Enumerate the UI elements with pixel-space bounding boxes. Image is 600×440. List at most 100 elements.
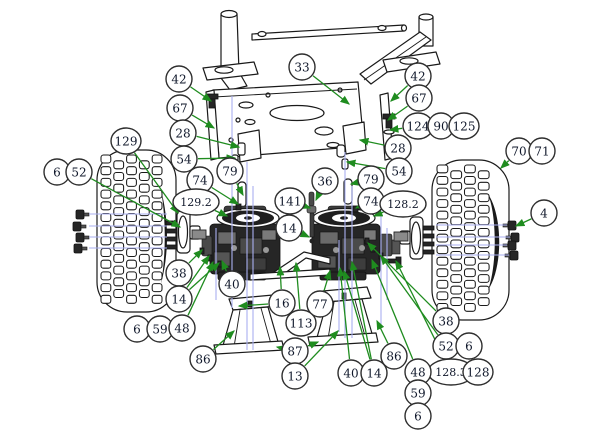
svg-text:6: 6 — [465, 340, 473, 354]
frame-assembly — [202, 9, 441, 208]
svg-text:14: 14 — [281, 222, 297, 236]
right-pulley — [312, 207, 376, 229]
svg-text:13: 13 — [287, 370, 302, 384]
callout-48: 48 — [168, 314, 196, 342]
right-tire — [431, 159, 510, 321]
svg-text:128: 128 — [467, 366, 490, 380]
svg-text:90: 90 — [433, 120, 448, 134]
svg-text:86: 86 — [195, 353, 210, 367]
svg-text:59: 59 — [410, 387, 425, 401]
callout-87: 87 — [281, 337, 309, 365]
svg-text:52: 52 — [71, 166, 86, 180]
left-post — [220, 13, 248, 91]
callout-36: 36 — [311, 167, 339, 195]
callout-125: 125 — [448, 112, 480, 140]
callout-33: 33 — [288, 53, 316, 81]
svg-text:128.3: 128.3 — [435, 366, 467, 379]
svg-text:4: 4 — [540, 207, 548, 221]
callout-6: 6 — [123, 315, 151, 343]
svg-text:42: 42 — [410, 70, 425, 84]
callout-86: 86 — [189, 345, 217, 373]
callout-79: 79 — [216, 157, 244, 185]
svg-text:48: 48 — [410, 366, 425, 380]
leader-arrows — [90, 75, 532, 367]
right-pin — [336, 144, 346, 158]
callout-16: 16 — [268, 289, 296, 317]
callout-6: 6 — [455, 332, 483, 360]
left-transaxle — [191, 203, 281, 281]
callout-28: 28 — [169, 119, 197, 147]
callout-54: 54 — [385, 157, 413, 185]
callout-42: 42 — [404, 62, 432, 90]
left-pin — [237, 142, 246, 156]
svg-text:129.2: 129.2 — [180, 196, 212, 209]
projection-lines — [89, 96, 510, 350]
svg-text:141: 141 — [279, 195, 302, 209]
left-pulley — [216, 207, 280, 229]
callout-77: 77 — [306, 290, 334, 318]
callout-14: 14 — [275, 214, 303, 242]
callout-52: 52 — [432, 332, 460, 360]
callout-141: 141 — [274, 187, 306, 215]
callout-129: 129 — [110, 127, 142, 155]
callout-28: 28 — [384, 134, 412, 162]
callout-59: 59 — [404, 379, 432, 407]
callout-40: 40 — [218, 270, 246, 298]
left-tire-tread — [100, 154, 163, 304]
callout-70: 70 — [505, 137, 533, 165]
callout-40: 40 — [337, 359, 365, 387]
svg-text:129: 129 — [115, 135, 138, 149]
callout-59: 59 — [146, 315, 174, 343]
callout-86: 86 — [380, 342, 408, 370]
svg-text:40: 40 — [224, 278, 239, 292]
svg-text:52: 52 — [438, 340, 453, 354]
callout-42: 42 — [165, 65, 193, 93]
svg-text:113: 113 — [290, 317, 313, 331]
callout-74: 74 — [186, 166, 214, 194]
svg-text:40: 40 — [343, 367, 358, 381]
callout-128: 128 — [462, 358, 494, 386]
left-foot-bracket — [202, 61, 259, 81]
svg-text:6: 6 — [133, 323, 141, 337]
svg-text:87: 87 — [287, 345, 302, 359]
svg-text:128.2: 128.2 — [387, 198, 419, 211]
svg-text:125: 125 — [453, 120, 476, 134]
svg-text:54: 54 — [176, 153, 192, 167]
svg-text:77: 77 — [312, 298, 327, 312]
right-tire-sidewall-shadow — [488, 194, 500, 290]
callout-54: 54 — [170, 145, 198, 173]
callout-38: 38 — [432, 307, 460, 335]
callout-6: 6 — [404, 402, 432, 430]
callout-124: 124 — [402, 112, 434, 140]
svg-text:6: 6 — [414, 410, 422, 424]
callout-67: 67 — [405, 84, 433, 112]
callout-129.2: 129.2 — [172, 188, 220, 216]
svg-text:67: 67 — [411, 92, 426, 106]
callout-90: 90 — [427, 112, 455, 140]
svg-text:6: 6 — [53, 166, 61, 180]
callout-128.2: 128.2 — [379, 190, 427, 218]
callout-113: 113 — [285, 309, 317, 337]
svg-text:28: 28 — [175, 127, 190, 141]
svg-text:71: 71 — [534, 145, 549, 159]
callout-13: 13 — [281, 362, 309, 390]
svg-text:124: 124 — [407, 120, 430, 134]
callout-52: 52 — [65, 158, 93, 186]
callout-67: 67 — [166, 94, 194, 122]
callout-38: 38 — [165, 259, 193, 287]
svg-text:48: 48 — [174, 322, 189, 336]
svg-text:38: 38 — [438, 315, 453, 329]
callout-128.3: 128.3 — [427, 358, 475, 386]
left-tire — [96, 149, 177, 313]
svg-text:42: 42 — [171, 73, 186, 87]
callout-4: 4 — [530, 199, 558, 227]
svg-text:14: 14 — [366, 367, 382, 381]
svg-text:14: 14 — [171, 293, 187, 307]
svg-text:54: 54 — [391, 165, 407, 179]
svg-text:33: 33 — [294, 61, 309, 75]
svg-text:36: 36 — [317, 175, 332, 189]
svg-text:74: 74 — [192, 174, 208, 188]
